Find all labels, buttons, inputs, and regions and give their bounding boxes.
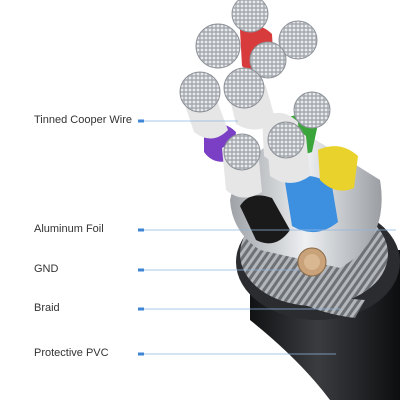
wire-yellow-insulation [318,146,358,191]
strand-bundle [195,23,241,69]
leader-dot-braid [138,307,144,311]
strand-bundle [278,20,318,60]
wire-black-insulation [240,195,290,244]
leader-dot-gnd [138,268,144,272]
label-aluminum-foil: Aluminum Foil [34,223,104,235]
leader-dots [138,119,144,356]
strand-bundle [293,91,331,129]
strand-bundle [231,0,269,33]
label-tinned-copper-wire: Tinned Cooper Wire [34,114,133,126]
leader-dot-tinned-copper-wire [138,119,144,123]
strand-bundle [223,67,265,109]
tinned-copper-strands [179,0,331,277]
strand-bundle [179,71,221,113]
label-braid: Braid [34,302,60,314]
strand-bundle [249,41,287,79]
leader-lines [138,120,396,355]
strand-bundle [267,121,305,159]
leader-dot-aluminum-foil [138,228,144,232]
leader-dot-protective-pvc [138,352,144,356]
wire-blue-insulation [285,175,338,233]
label-gnd: GND [34,263,59,275]
label-protective-pvc: Protective PVC [34,347,109,359]
strand-bundle [223,133,261,171]
